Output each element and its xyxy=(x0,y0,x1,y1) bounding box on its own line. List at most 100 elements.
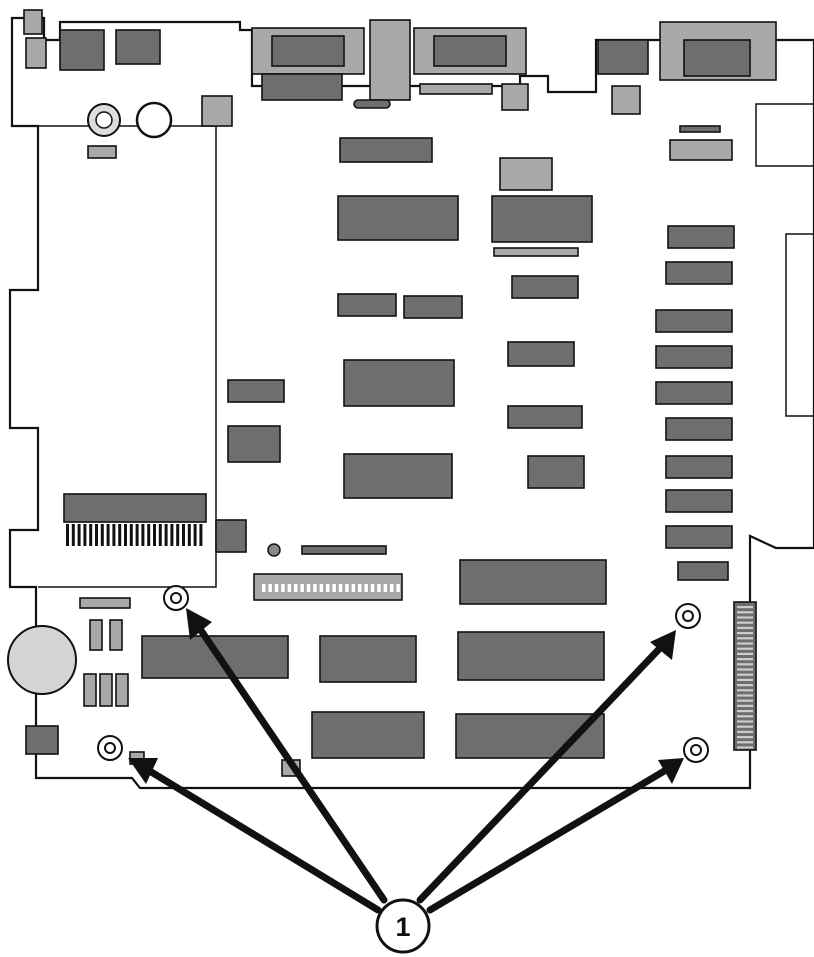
pin xyxy=(737,730,753,733)
callout-label: 1 xyxy=(395,912,410,942)
chip-small-trio-1 xyxy=(83,673,97,707)
pin xyxy=(737,663,753,666)
pin xyxy=(326,584,330,592)
pin xyxy=(338,584,343,592)
switch-button xyxy=(501,83,529,111)
pin xyxy=(294,584,298,592)
pin xyxy=(737,642,753,645)
pin xyxy=(737,673,753,676)
pin xyxy=(737,658,753,661)
pin xyxy=(737,720,753,723)
chip-small-pair-2 xyxy=(109,619,123,651)
pin xyxy=(287,584,292,592)
chip-r3 xyxy=(655,309,733,333)
chip-strip-mid xyxy=(301,545,387,555)
chip-r5 xyxy=(655,381,733,405)
pin xyxy=(737,621,753,624)
chip-r-top xyxy=(669,139,733,161)
db-connector-left-pins xyxy=(261,73,343,101)
pin xyxy=(319,584,324,592)
pin xyxy=(129,524,133,546)
pin xyxy=(135,524,139,546)
chip-d5 xyxy=(311,711,425,759)
pin xyxy=(170,524,174,546)
pin xyxy=(77,524,81,546)
pin xyxy=(141,524,145,546)
chip-r9 xyxy=(665,525,733,549)
pin xyxy=(281,584,285,592)
connector-oval xyxy=(353,99,391,109)
pin xyxy=(199,524,203,546)
chip-c2 xyxy=(499,157,553,191)
arrow-to-screw-2 xyxy=(144,766,382,914)
sim-socket-pins xyxy=(262,584,400,592)
pin xyxy=(300,584,304,592)
pin xyxy=(737,668,753,671)
connector-top-left-small xyxy=(23,9,43,35)
chip-c4 xyxy=(491,195,593,243)
pin xyxy=(737,689,753,692)
pin xyxy=(268,584,272,592)
pin xyxy=(737,632,753,635)
capacitor-1-inner xyxy=(95,111,113,129)
vertical-header-pins xyxy=(737,606,753,749)
chip-l1 xyxy=(227,379,285,403)
chip-c4-strip xyxy=(493,247,579,257)
callout-1: 1 xyxy=(375,898,431,954)
capacitor-2 xyxy=(135,101,173,139)
pin xyxy=(124,524,127,546)
pin xyxy=(737,626,753,629)
chip-l2 xyxy=(227,425,281,463)
pin xyxy=(737,710,753,713)
resistor-1 xyxy=(87,145,117,159)
pin xyxy=(95,524,98,546)
component-round-small xyxy=(267,543,281,557)
pin xyxy=(164,524,168,546)
chip-d3 xyxy=(319,635,417,683)
chip-r2 xyxy=(665,261,733,285)
screw-hole-1 xyxy=(163,585,189,611)
chip-r6 xyxy=(665,417,733,441)
pin xyxy=(737,606,753,609)
chip-small-l3 xyxy=(215,519,247,553)
chip-c1 xyxy=(339,137,433,163)
pin xyxy=(187,524,191,546)
chip-r8 xyxy=(665,489,733,513)
chip-top-right-small xyxy=(611,85,641,115)
connector-small-strip xyxy=(79,597,131,609)
pin xyxy=(351,584,356,592)
pin xyxy=(89,524,93,546)
pin xyxy=(377,584,381,592)
right-edge-recess xyxy=(755,103,814,417)
pin xyxy=(193,524,197,546)
battery xyxy=(7,625,77,695)
screw-hole-4 xyxy=(683,737,709,763)
db-connector-mid-inner xyxy=(433,35,507,67)
pin xyxy=(737,694,753,697)
pin xyxy=(737,699,753,702)
pin xyxy=(274,584,279,592)
chip-small-trio-3 xyxy=(115,673,129,707)
chip-c6 xyxy=(337,293,397,317)
pin xyxy=(262,584,266,592)
pin xyxy=(100,524,104,546)
chip-top-left-1 xyxy=(59,29,105,71)
connector-strip-mid xyxy=(419,83,493,95)
screw-hole-2 xyxy=(97,735,123,761)
pin xyxy=(83,524,87,546)
connector-top-left-jack xyxy=(25,37,47,69)
chip-r7 xyxy=(665,455,733,479)
chip-small-trio-2 xyxy=(99,673,113,707)
arrow-to-screw-1 xyxy=(194,622,388,904)
chip-c7 xyxy=(403,295,463,319)
chip-c8 xyxy=(507,341,575,367)
chip-c11 xyxy=(343,453,453,499)
chip-c12 xyxy=(527,455,585,489)
pin xyxy=(345,584,349,592)
chip-r-top-line xyxy=(679,125,721,133)
chip-d1 xyxy=(459,559,607,605)
chip-r10 xyxy=(677,561,729,581)
chip-r4 xyxy=(655,345,733,369)
pin xyxy=(737,637,753,640)
pin xyxy=(396,584,400,592)
